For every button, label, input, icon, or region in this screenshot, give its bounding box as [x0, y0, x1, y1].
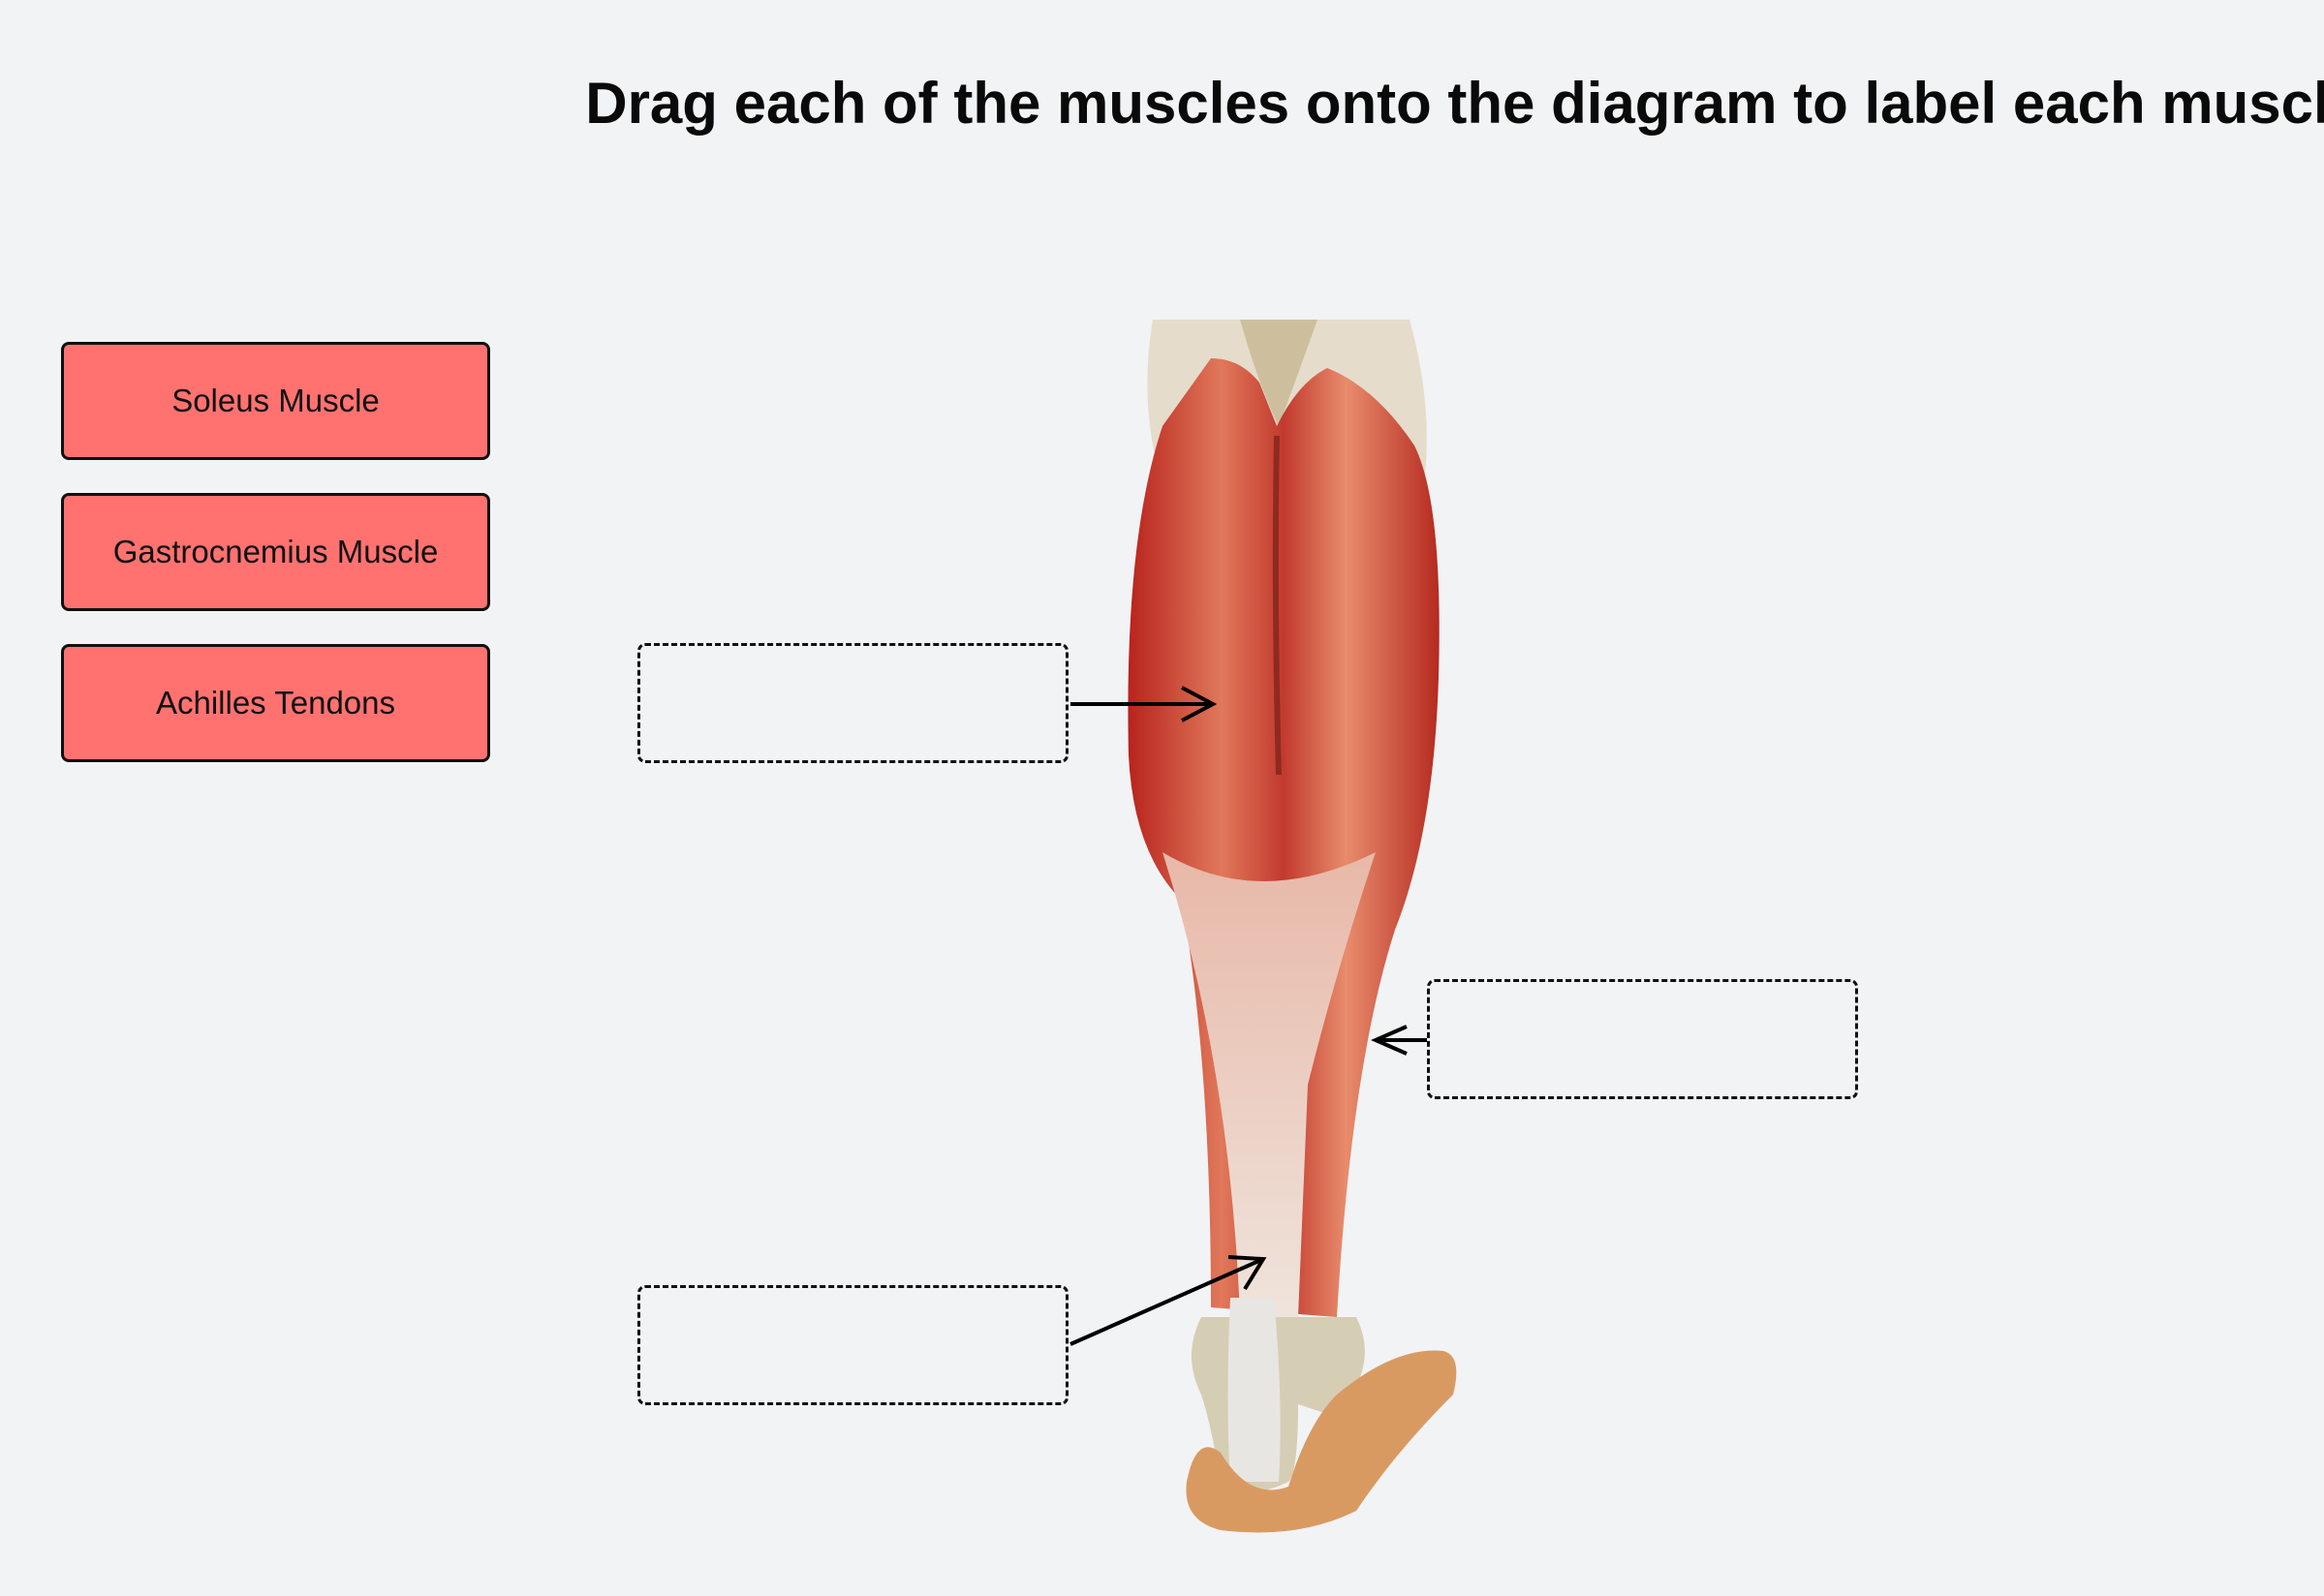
- instructions-text: Drag each of the muscles onto the diagra…: [585, 71, 2324, 136]
- pointer-arrows: [1069, 686, 1427, 1346]
- arrow-to-achilles: [1069, 1255, 1267, 1346]
- instructions-heading: Drag each of the muscles onto the diagra…: [0, 70, 2324, 137]
- leg-illustration: [1128, 320, 1457, 1533]
- drop-zone-upper-calf[interactable]: [637, 643, 1069, 763]
- arrow-to-soleus: [1371, 1025, 1427, 1056]
- draggable-label-gastrocnemius[interactable]: Gastrocnemius Muscle: [61, 493, 490, 611]
- draggable-label-achilles[interactable]: Achilles Tendons: [61, 644, 490, 762]
- draggable-label-soleus[interactable]: Soleus Muscle: [61, 342, 490, 460]
- drop-zone-heel-tendon[interactable]: [637, 1285, 1069, 1405]
- arrow-to-gastrocnemius: [1070, 686, 1218, 722]
- drop-zone-lower-side-calf[interactable]: [1427, 979, 1858, 1099]
